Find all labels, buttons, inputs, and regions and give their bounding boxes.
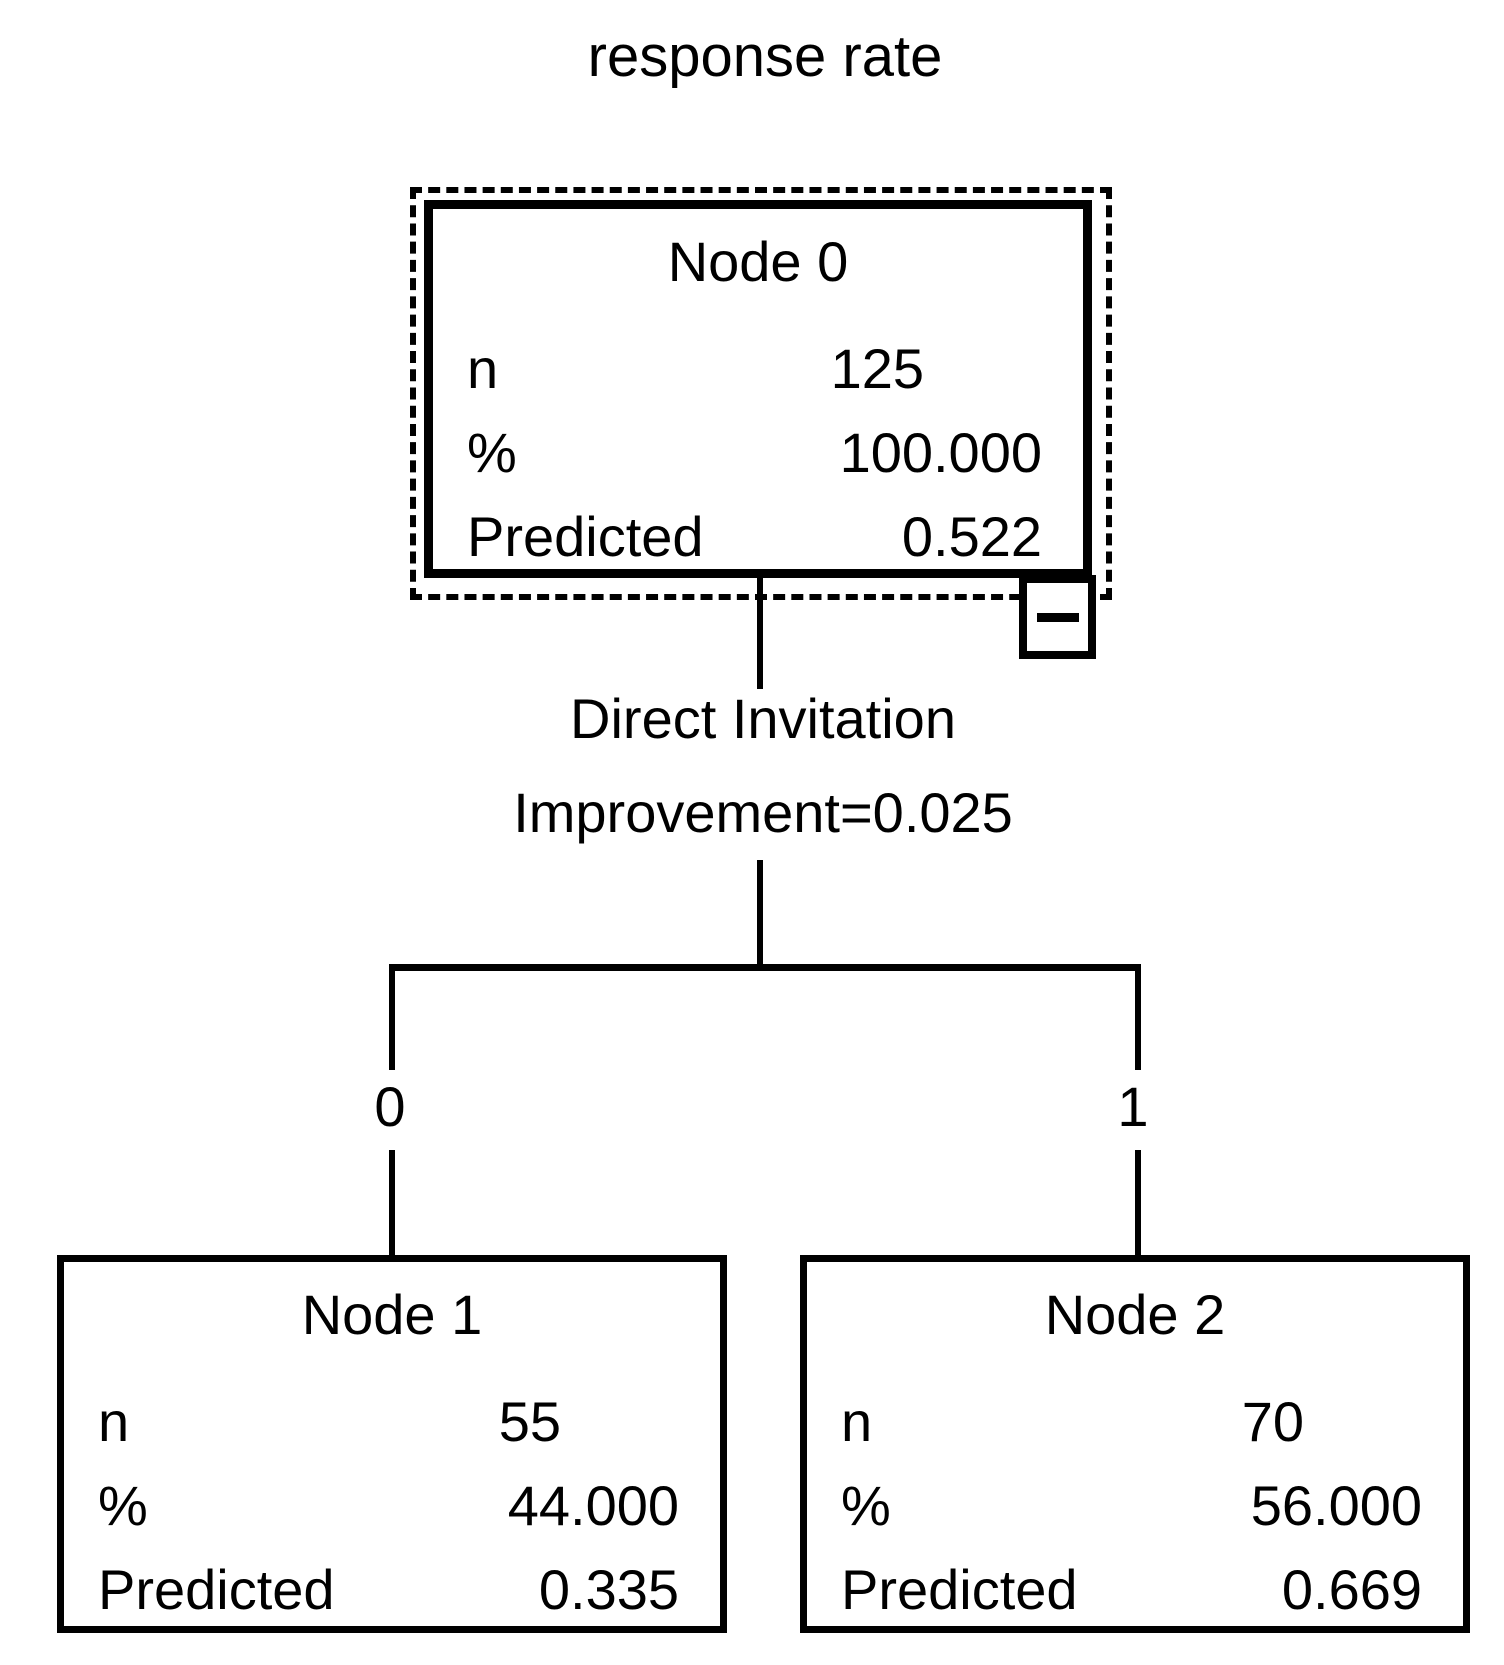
stat-row-predicted: Predicted 0.669 — [841, 1548, 1422, 1632]
tree-title: response rate — [587, 24, 943, 89]
split-improvement-label: Improvement=0.025 — [513, 781, 1013, 844]
minus-icon — [1036, 612, 1079, 622]
stat-label: % — [467, 421, 517, 484]
stat-label: % — [841, 1474, 891, 1537]
node-stats: n 55 % 44.000 Predicted 0.335 — [98, 1380, 679, 1632]
stat-value: 0.669 — [1281, 1558, 1422, 1621]
stat-row-n: n 55 — [98, 1380, 679, 1464]
branch-label-left: 0 — [374, 1075, 406, 1138]
stat-label: Predicted — [98, 1558, 335, 1621]
stat-row-n: n 70 — [841, 1380, 1422, 1464]
stat-label: n — [841, 1390, 873, 1453]
node-stats: n 70 % 56.000 Predicted 0.669 — [841, 1380, 1422, 1632]
stat-value: 56.000 — [1250, 1474, 1422, 1537]
stat-row-n: n 125 — [467, 327, 1042, 411]
stat-label: % — [98, 1474, 148, 1537]
left-child-node-box[interactable]: Node 1 n 55 % 44.000 Predicted 0.335 — [57, 1255, 727, 1633]
stat-value: 125 — [830, 337, 924, 400]
right-child-node-box[interactable]: Node 2 n 70 % 56.000 Predicted 0.669 — [800, 1255, 1470, 1633]
stat-value: 44.000 — [507, 1474, 679, 1537]
stat-label: Predicted — [841, 1558, 1078, 1621]
stat-value: 70 — [1241, 1390, 1304, 1453]
node-stats: n 125 % 100.000 Predicted 0.522 — [467, 327, 1042, 579]
stat-row-predicted: Predicted 0.335 — [98, 1548, 679, 1632]
connector-root-to-split-line — [757, 575, 763, 689]
connector-right-lower-line — [1135, 1150, 1141, 1255]
stat-value: 100.000 — [839, 421, 1042, 484]
split-variable-label: Direct Invitation — [570, 687, 956, 750]
branch-label-right: 1 — [1117, 1075, 1149, 1138]
stat-row-percent: % 56.000 — [841, 1464, 1422, 1548]
stat-label: n — [467, 337, 499, 400]
stat-label: Predicted — [467, 505, 704, 568]
stat-value: 55 — [498, 1390, 561, 1453]
node-title: Node 1 — [301, 1283, 483, 1346]
connector-branch-horizontal-line — [389, 964, 1141, 971]
node-title: Node 0 — [667, 230, 849, 293]
node-title: Node 2 — [1044, 1283, 1226, 1346]
stat-label: n — [98, 1390, 130, 1453]
connector-left-upper-line — [389, 964, 395, 1070]
stat-row-predicted: Predicted 0.522 — [467, 495, 1042, 579]
stat-value: 0.335 — [538, 1558, 679, 1621]
stat-row-percent: % 100.000 — [467, 411, 1042, 495]
connector-split-to-branch-line — [757, 860, 763, 971]
stat-row-percent: % 44.000 — [98, 1464, 679, 1548]
collapse-node-button[interactable] — [1019, 575, 1096, 659]
connector-left-lower-line — [389, 1150, 395, 1255]
connector-right-upper-line — [1135, 964, 1141, 1070]
stat-value: 0.522 — [901, 505, 1042, 568]
root-node-box[interactable]: Node 0 n 125 % 100.000 Predicted 0.522 — [424, 200, 1092, 578]
